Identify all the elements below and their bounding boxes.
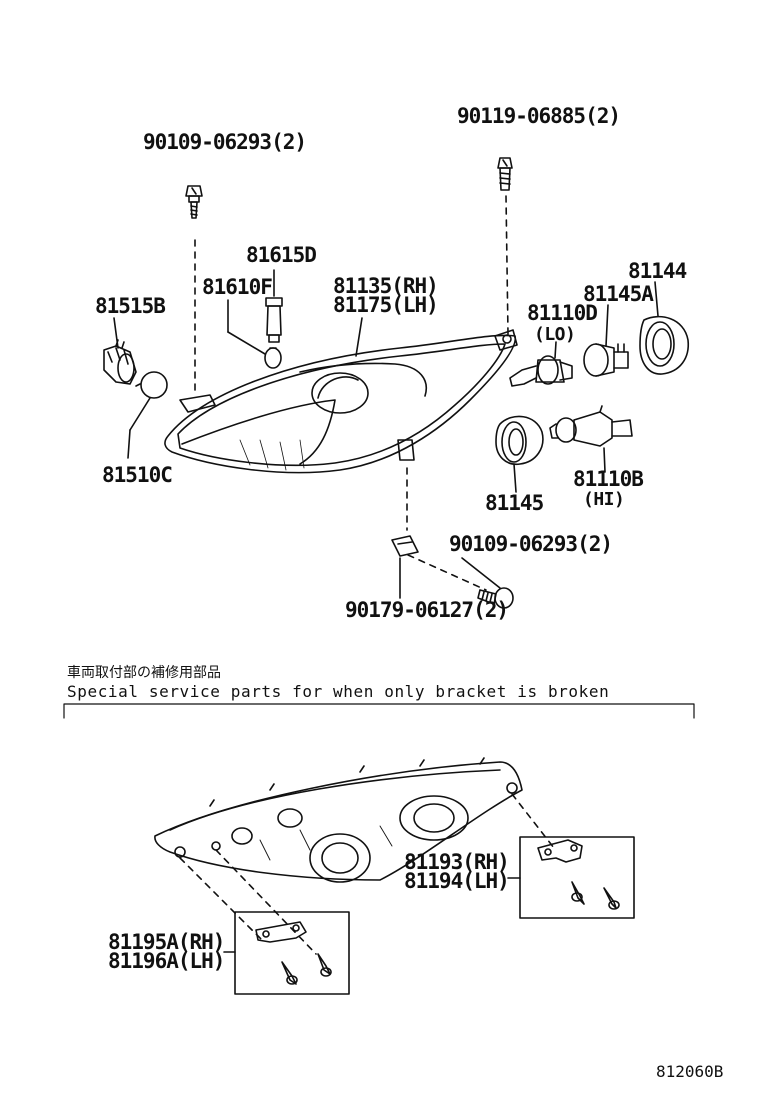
label-hi: (HI) <box>583 489 625 510</box>
leader-clip-to-bolt <box>407 554 487 591</box>
leader-81510c-b <box>129 397 151 431</box>
label-81145: 81145 <box>485 491 544 515</box>
service-bracket-frame <box>63 703 695 719</box>
bolt-lower-icon <box>477 587 514 609</box>
leader-81145a <box>605 304 609 347</box>
leader-81610f-b <box>227 331 266 355</box>
label-81145a: 81145A <box>583 282 654 306</box>
bulb-hi-81110b-icon <box>549 405 633 447</box>
bulb-81610f-icon <box>264 347 282 369</box>
label-unit-lh: 81175(LH) <box>333 293 439 317</box>
headlamp-rear-view <box>154 757 523 883</box>
label-81110d: 81110D <box>527 301 598 325</box>
bolt-top-left-icon <box>185 185 203 219</box>
leader-rear-right <box>511 793 555 849</box>
label-81193: 81193(RH) <box>404 850 510 874</box>
bulb-81510c-icon <box>135 371 168 399</box>
label-bolt-top-left: 90109-06293(2) <box>143 130 307 154</box>
leader-90109-lower <box>461 557 501 589</box>
label-unit-rh: 81135(RH) <box>333 274 439 298</box>
label-81610f: 81610F <box>202 275 273 299</box>
cover-81145-icon <box>495 415 544 466</box>
bulb-lo-81110d-icon <box>509 355 573 387</box>
service-note-english: Special service parts for when only brac… <box>67 682 610 701</box>
headlamp-assembly <box>164 329 518 474</box>
label-81194: 81194(LH) <box>404 869 510 893</box>
clip-nut-icon <box>391 535 419 557</box>
leader-81144 <box>654 281 659 317</box>
leader-screw-top-right <box>505 195 509 335</box>
label-bolt-top-right: 90119-06885(2) <box>457 104 621 128</box>
leader-81515b <box>113 317 119 349</box>
label-bolt-lower: 90109-06293(2) <box>449 532 613 556</box>
leader-81145 <box>513 463 517 493</box>
label-81515b: 81515B <box>95 294 166 318</box>
bulb-81615d-icon <box>265 297 283 343</box>
leader-rear-left-2 <box>215 849 317 955</box>
label-81510c: 81510C <box>102 463 173 487</box>
bracket-box-lower <box>234 911 350 995</box>
label-81196a: 81196A(LH) <box>108 949 225 973</box>
screw-top-right-icon <box>497 157 513 191</box>
label-nut-lower: 90179-06127(2) <box>345 598 509 622</box>
leader-81110b <box>603 447 606 473</box>
bracket-lower-icon <box>255 921 332 985</box>
socket-81515b-icon <box>103 339 137 385</box>
cover-81144-icon <box>639 315 689 375</box>
service-note-japanese: 車両取付部の補修用部品 <box>67 665 221 681</box>
label-lo: (LO) <box>534 324 576 345</box>
leader-rear-left-1 <box>179 857 263 941</box>
label-81615d: 81615D <box>246 243 317 267</box>
bracket-upper-icon <box>537 839 620 910</box>
cap-81145a-icon <box>583 343 629 377</box>
figure-code: 812060B <box>656 1062 724 1081</box>
label-81195a: 81195A(RH) <box>108 930 225 954</box>
label-81110b: 81110B <box>573 467 644 491</box>
leader-81110d <box>554 341 557 359</box>
label-81144: 81144 <box>628 259 687 283</box>
leader-81510c-a <box>127 429 131 459</box>
leader-unit <box>355 317 363 357</box>
